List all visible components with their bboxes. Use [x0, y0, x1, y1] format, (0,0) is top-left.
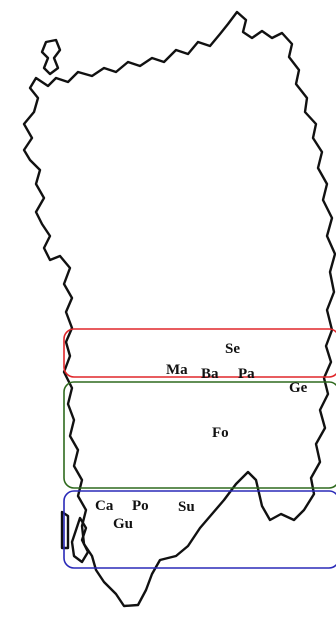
site-label-ma: Ma	[166, 362, 188, 378]
zone-middle-rectangle	[63, 381, 336, 489]
islet-southwest-1	[70, 516, 90, 564]
site-label-fo: Fo	[212, 425, 229, 441]
site-label-ba: Ba	[201, 366, 219, 382]
islet-northwest	[40, 38, 62, 76]
site-label-po: Po	[132, 498, 149, 514]
site-label-gu: Gu	[113, 516, 133, 532]
island-outline	[22, 10, 336, 608]
site-label-pa: Pa	[238, 366, 255, 382]
site-label-su: Su	[178, 499, 195, 515]
site-label-se: Se	[225, 341, 240, 357]
islet-southwest-2	[60, 510, 70, 550]
site-label-ca: Ca	[95, 498, 114, 514]
zone-south-rectangle	[63, 490, 336, 569]
site-label-ge: Ge	[289, 380, 308, 396]
zone-north-rectangle	[63, 328, 336, 378]
